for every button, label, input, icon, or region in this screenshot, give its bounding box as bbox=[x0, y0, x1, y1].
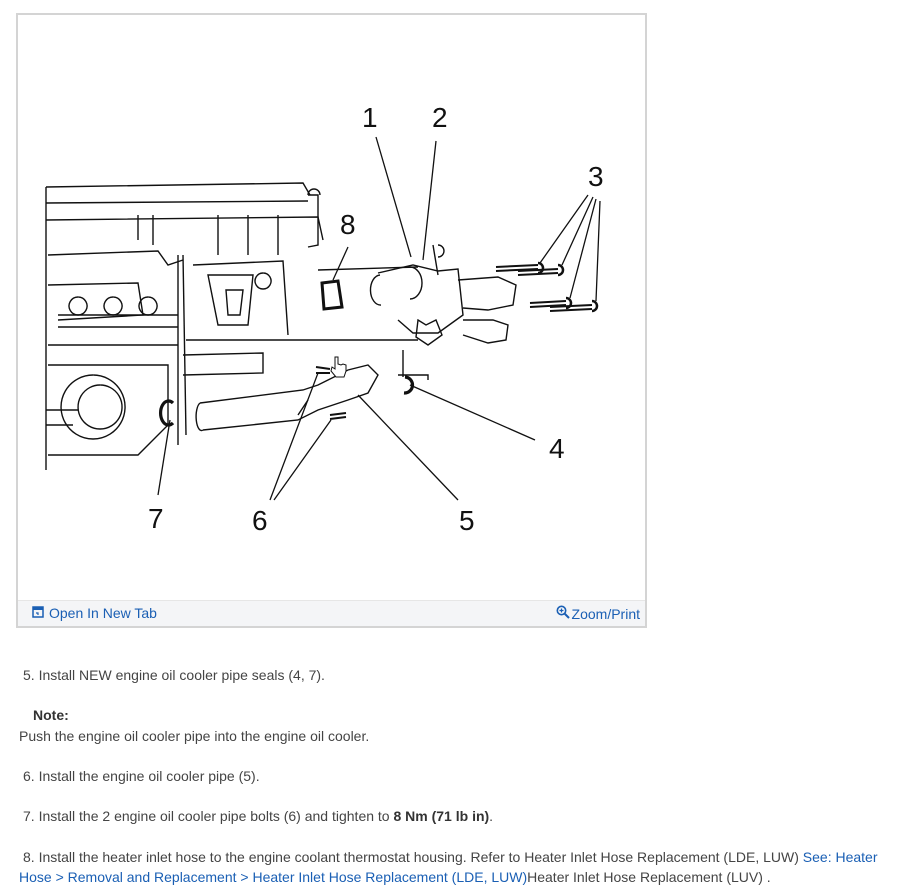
step-text: Install the 2 engine oil cooler pipe bol… bbox=[38, 808, 394, 824]
step-number: 8. bbox=[23, 849, 35, 865]
callout-1: 1 bbox=[362, 102, 378, 133]
step-5: 5. Install NEW engine oil cooler pipe se… bbox=[23, 665, 916, 685]
hand-cursor-icon bbox=[330, 356, 347, 378]
step-number: 5. bbox=[23, 667, 35, 683]
step-8-continued: Hose > Removal and Replacement > Heater … bbox=[19, 867, 916, 887]
heater-hose-removal-link[interactable]: Hose > Removal and Replacement > Heater … bbox=[19, 869, 528, 885]
engine-diagram: 1 2 3 4 5 6 7 8 bbox=[18, 15, 645, 600]
callout-7: 7 bbox=[148, 503, 164, 534]
callout-2: 2 bbox=[432, 102, 448, 133]
callout-6: 6 bbox=[252, 505, 268, 536]
engine-illustration: 1 2 3 4 5 6 7 8 bbox=[45, 102, 604, 536]
callout-8: 8 bbox=[340, 209, 356, 240]
zoom-print-label: Zoom/Print bbox=[571, 605, 640, 622]
step-6: 6. Install the engine oil cooler pipe (5… bbox=[23, 766, 916, 786]
magnifier-plus-icon bbox=[556, 605, 570, 622]
callout-3: 3 bbox=[588, 161, 604, 192]
open-in-new-tab-icon bbox=[32, 605, 44, 621]
step-text: Install NEW engine oil cooler pipe seals… bbox=[38, 667, 325, 683]
zoom-print-link[interactable]: Zoom/Print bbox=[556, 605, 640, 622]
step-number: 7. bbox=[23, 808, 35, 824]
torque-spec: 8 Nm (71 lb in) bbox=[393, 808, 490, 824]
step-number: 6. bbox=[23, 768, 35, 784]
step-text-end: Heater Inlet Hose Replacement (LUV) . bbox=[527, 869, 771, 885]
step-text: Install the heater inlet hose to the eng… bbox=[38, 849, 803, 865]
open-in-new-tab-link[interactable]: Open In New Tab bbox=[32, 605, 157, 621]
callout-4: 4 bbox=[549, 433, 565, 464]
see-heater-hose-link[interactable]: See: Heater bbox=[802, 849, 878, 865]
figure-frame: 1 2 3 4 5 6 7 8 Open In New Tab bbox=[16, 13, 647, 628]
step-8: 8. Install the heater inlet hose to the … bbox=[23, 847, 916, 867]
note-label: Note: bbox=[33, 707, 69, 723]
step-7: 7. Install the 2 engine oil cooler pipe … bbox=[23, 806, 916, 826]
note-text: Push the engine oil cooler pipe into the… bbox=[19, 728, 370, 744]
open-in-new-tab-label: Open In New Tab bbox=[49, 605, 157, 621]
step-text-end: . bbox=[489, 808, 494, 824]
step-text: Install the engine oil cooler pipe (5). bbox=[38, 768, 260, 784]
figure-toolbar: Open In New Tab Zoom/Print bbox=[18, 600, 645, 626]
callout-5: 5 bbox=[459, 505, 475, 536]
